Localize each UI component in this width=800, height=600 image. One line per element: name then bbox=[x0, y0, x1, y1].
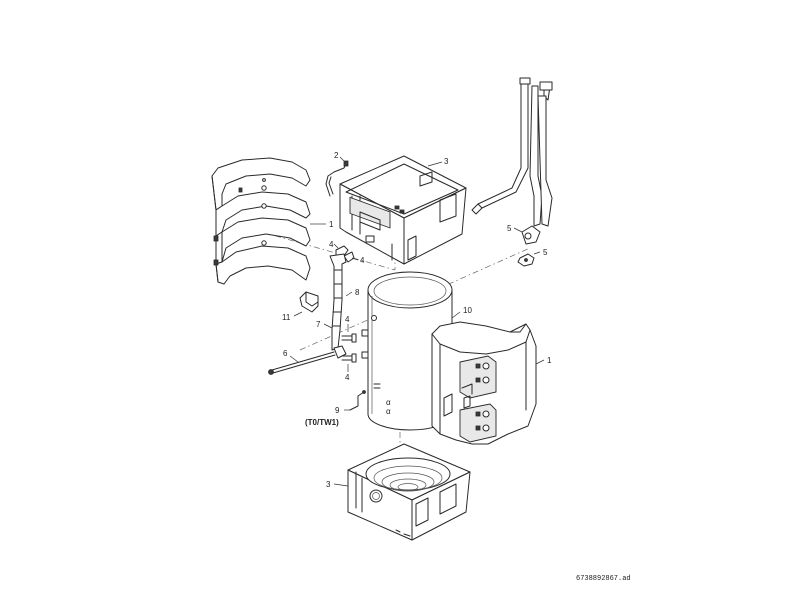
svg-text:α: α bbox=[386, 398, 391, 407]
drawing-reference-code: 6738892867.ad bbox=[576, 575, 631, 583]
leader-10 bbox=[451, 311, 461, 319]
leader-3a bbox=[427, 161, 443, 167]
label-3-upper: 3 bbox=[444, 157, 449, 166]
leader-4b bbox=[351, 257, 359, 261]
label-2: 2 bbox=[334, 151, 339, 160]
leader-5b bbox=[533, 251, 541, 255]
sensor-part-9 bbox=[349, 390, 366, 411]
label-5-upper: 5 bbox=[507, 224, 512, 233]
insulation-shell-left bbox=[211, 157, 311, 285]
leader-7 bbox=[323, 323, 333, 329]
leader-11 bbox=[293, 311, 303, 317]
hose-part-8 bbox=[329, 253, 347, 359]
label-8: 8 bbox=[355, 288, 360, 297]
label-4-middle-lower: 4 bbox=[345, 373, 350, 382]
base-housing-part-3 bbox=[347, 443, 471, 541]
fittings-part-4-upper bbox=[335, 245, 355, 263]
label-9: 9 bbox=[335, 406, 340, 415]
leader-5a bbox=[513, 227, 523, 233]
leader-3b bbox=[333, 483, 349, 487]
label-4-upper-right: 4 bbox=[360, 256, 365, 265]
tank-cylinder-part-10: α α bbox=[361, 271, 453, 431]
label-1-lower: 1 bbox=[547, 356, 552, 365]
label-sensor-t0-tw1: (T0/TW1) bbox=[305, 418, 339, 427]
label-4-upper-left: 4 bbox=[329, 240, 334, 249]
label-1-upper: 1 bbox=[329, 220, 334, 229]
pipe-assembly-part-5 bbox=[471, 77, 553, 245]
clip-part-11 bbox=[299, 291, 319, 313]
fitting-part-5-lower bbox=[517, 253, 535, 267]
label-4-middle-upper: 4 bbox=[345, 315, 350, 324]
anode-rod-part-6 bbox=[268, 351, 336, 375]
sensor-wire-part-2 bbox=[325, 160, 349, 197]
top-housing-part-3 bbox=[339, 155, 467, 265]
svg-text:α: α bbox=[386, 407, 391, 416]
leader-2 bbox=[339, 156, 345, 162]
leader-8 bbox=[345, 291, 353, 297]
label-3-lower: 3 bbox=[326, 480, 331, 489]
front-jacket-part-1 bbox=[431, 321, 537, 445]
label-5-lower: 5 bbox=[543, 248, 548, 257]
label-7: 7 bbox=[316, 320, 321, 329]
leader-4a bbox=[333, 243, 339, 249]
label-6: 6 bbox=[283, 349, 288, 358]
leader-6 bbox=[289, 355, 299, 363]
label-11: 11 bbox=[282, 313, 291, 322]
label-10: 10 bbox=[463, 306, 472, 315]
fittings-part-4-middle bbox=[341, 333, 357, 363]
leader-1b bbox=[535, 359, 545, 365]
